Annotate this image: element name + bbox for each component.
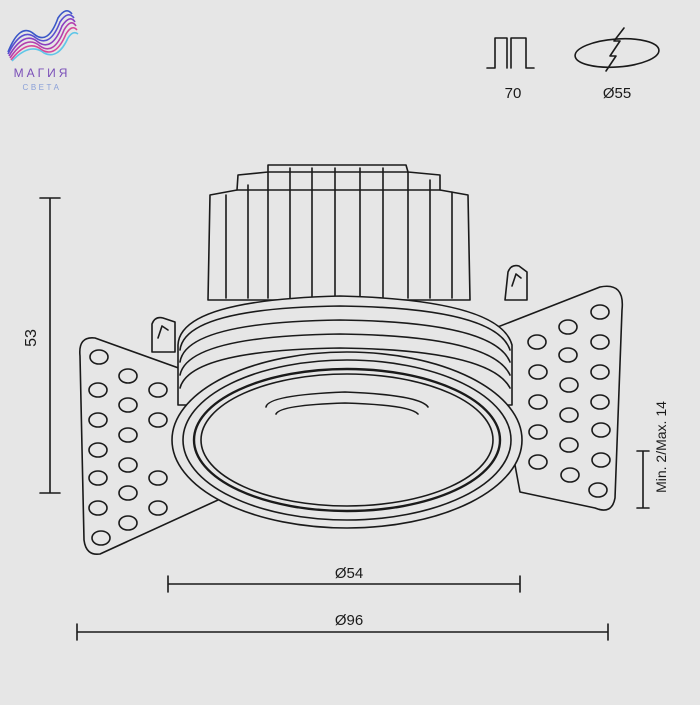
logo-wave-icon [7,10,79,62]
logo-name: МАГИЯ [14,66,71,80]
outer-diameter-dimension: Ø96 [76,612,609,641]
logo-tagline: СВЕТА [23,83,62,92]
outer-diameter-label: Ø96 [335,612,363,629]
cutout-label: 70 [505,85,522,102]
luminaire-drawing [78,164,624,556]
height-dimension: 53 [23,197,61,494]
ceiling-thickness-dimension: Min. 2/Max. 14 [636,401,669,509]
inner-diameter-dimension: Ø54 [167,565,521,593]
right-clip-holes [527,304,611,498]
right-spring-clip [489,264,624,511]
cutout-height-icon [486,37,535,69]
height-label: 53 [23,329,40,347]
brand-logo: МАГИЯ СВЕТА [7,10,79,92]
ceiling-label: Ø55 [603,85,631,102]
left-clip-holes [88,349,168,546]
heat-sink [207,164,471,301]
ceiling-hole-icon [574,27,660,72]
inner-diameter-label: Ø54 [335,565,363,582]
ceiling-thickness-label: Min. 2/Max. 14 [653,401,669,493]
front-bezel [171,351,523,529]
